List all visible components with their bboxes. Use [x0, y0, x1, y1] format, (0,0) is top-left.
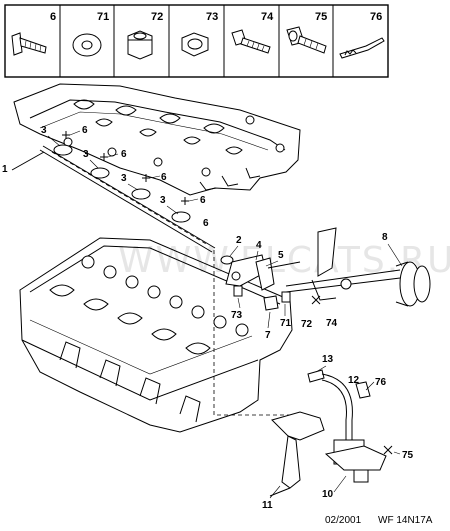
callout-5: 5 [278, 250, 284, 261]
callout-75: 75 [402, 450, 414, 461]
callout-72: 72 [301, 319, 313, 330]
socket-head-screw-icon [286, 26, 327, 54]
screw-assembly-1 [53, 130, 81, 156]
legend-number-76: 76 [370, 11, 382, 23]
callout-73: 73 [231, 310, 243, 321]
solenoid-valve-assembly [269, 369, 387, 497]
nut-icon [127, 30, 153, 60]
washer-icon [72, 33, 102, 57]
callout-3: 3 [41, 125, 47, 136]
callout-1: 1 [2, 164, 8, 175]
callout-7: 7 [265, 330, 271, 341]
callout-6: 6 [203, 218, 209, 229]
legend-number-72: 72 [151, 11, 163, 23]
upper-camshaft-housing [13, 83, 301, 196]
callout-3: 3 [160, 195, 166, 206]
bolt-icon [231, 29, 271, 54]
callouts: 1 3 6 3 6 3 6 3 6 6 2 4 5 8 73 7 71 72 7… [2, 125, 414, 511]
clip-icon [339, 37, 385, 59]
legend-number-6: 6 [50, 11, 56, 23]
callout-11: 11 [262, 500, 273, 511]
flat-head-screw-icon [11, 32, 47, 56]
screw-assembly-4 [171, 197, 199, 223]
callout-4: 4 [256, 240, 262, 251]
callout-10: 10 [322, 489, 334, 500]
legend-number-71: 71 [97, 11, 109, 23]
nut-icon [181, 32, 209, 57]
parts-legend: 6 71 72 73 74 75 76 [4, 4, 389, 78]
screw-assembly-3 [131, 174, 161, 200]
callout-6: 6 [82, 125, 88, 136]
diagram-date: 02/2001 [325, 515, 362, 526]
legend-number-75: 75 [315, 11, 327, 23]
callout-71: 71 [280, 318, 292, 329]
cylinder-head [19, 237, 293, 433]
callout-3: 3 [83, 149, 89, 160]
callout-8: 8 [382, 232, 388, 243]
screw-assembly-2 [90, 153, 119, 179]
watermark: WWW.ELCATS.RU [118, 240, 450, 281]
callout-3: 3 [121, 173, 127, 184]
callout-76: 76 [375, 377, 387, 388]
callout-2: 2 [236, 235, 242, 246]
callout-6: 6 [121, 149, 127, 160]
callout-12: 12 [348, 375, 360, 386]
legend-number-74: 74 [261, 11, 274, 23]
callout-6: 6 [200, 195, 206, 206]
vacuum-actuator [285, 227, 431, 307]
gasket-strip [11, 145, 216, 253]
diagram-code: WF 14N17A [378, 515, 433, 526]
callout-74: 74 [326, 318, 338, 329]
callout-6: 6 [161, 172, 167, 183]
legend-number-73: 73 [206, 11, 218, 23]
callout-13: 13 [322, 354, 334, 365]
actuator-linkage [220, 254, 301, 311]
